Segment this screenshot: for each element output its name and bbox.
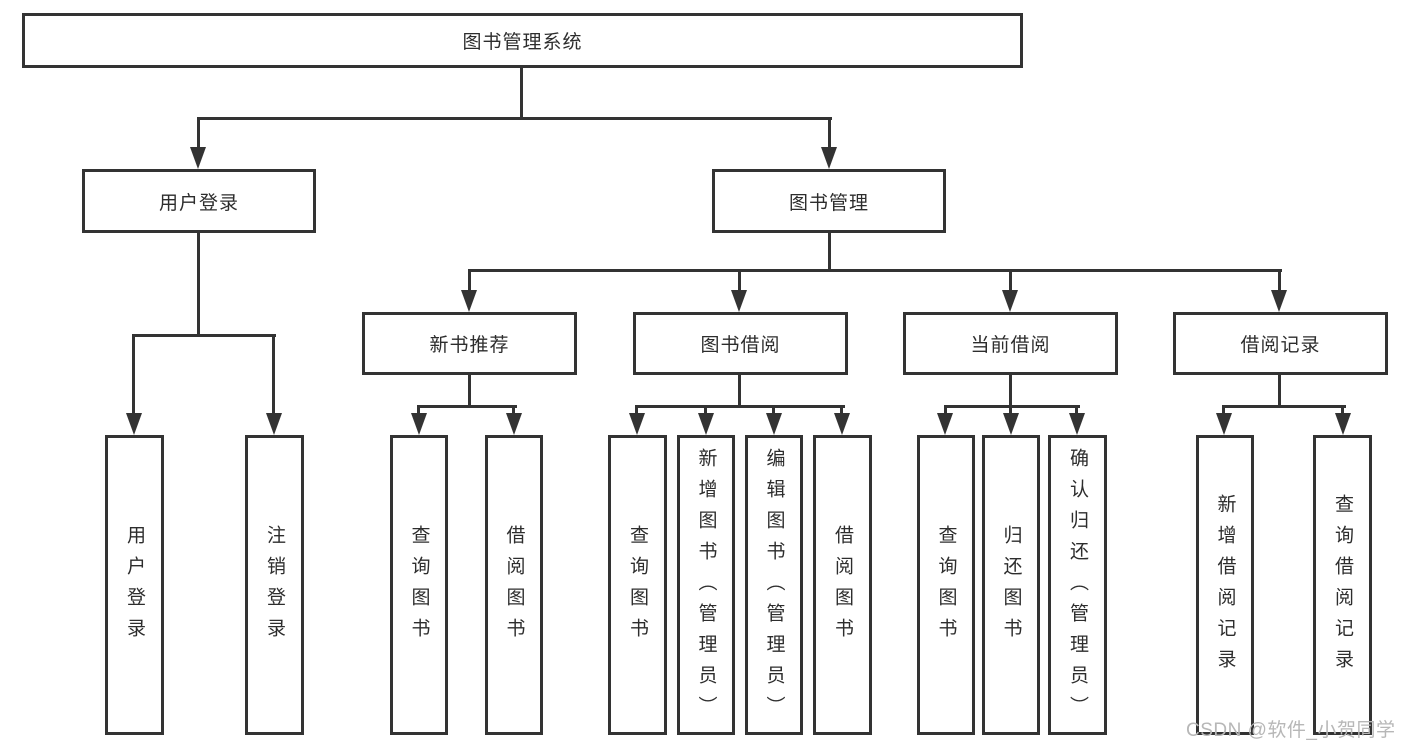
node-book-management: 图书管理 <box>712 169 946 233</box>
connector-line <box>636 405 845 408</box>
connector-line <box>944 405 1080 408</box>
connector-line <box>738 375 741 408</box>
connector-line <box>828 233 831 271</box>
node-borrow-records: 借阅记录 <box>1173 312 1388 375</box>
connector-line <box>418 405 517 408</box>
leaf-borrow-books-borrow: 借阅图书 <box>813 435 872 735</box>
arrow-down-icon <box>461 290 477 312</box>
arrow-down-icon <box>1003 413 1019 435</box>
connector-line <box>944 405 947 417</box>
connector-line <box>1223 405 1346 408</box>
arrow-down-icon <box>731 290 747 312</box>
leaf-add-borrow-record: 新增借阅记录 <box>1196 435 1254 735</box>
connector-line <box>197 233 200 337</box>
connector-line <box>1075 405 1078 417</box>
connector-line <box>468 375 471 408</box>
connector-line <box>468 269 471 292</box>
connector-line <box>704 405 707 417</box>
node-current-borrow: 当前借阅 <box>903 312 1118 375</box>
connector-line <box>828 117 831 149</box>
connector-line <box>738 269 741 292</box>
leaf-query-books-recommend: 查询图书 <box>390 435 448 735</box>
leaf-query-books-current: 查询图书 <box>917 435 975 735</box>
connector-line <box>1009 405 1012 417</box>
leaf-confirm-return-admin: 确认归还（管理员） <box>1048 435 1107 735</box>
arrow-down-icon <box>1002 290 1018 312</box>
node-new-book-recommend: 新书推荐 <box>362 312 577 375</box>
arrow-down-icon <box>1069 413 1085 435</box>
connector-line <box>1278 269 1281 292</box>
arrow-down-icon <box>126 413 142 435</box>
node-library-system: 图书管理系统 <box>22 13 1023 68</box>
connector-line <box>133 334 276 337</box>
arrow-down-icon <box>266 413 282 435</box>
arrow-down-icon <box>1216 413 1232 435</box>
arrow-down-icon <box>629 413 645 435</box>
connector-line <box>272 334 275 415</box>
connector-line <box>635 405 638 417</box>
arrow-down-icon <box>190 147 206 169</box>
connector-line <box>198 117 832 120</box>
connector-line <box>512 405 515 417</box>
connector-line <box>132 334 135 415</box>
connector-line <box>1278 375 1281 408</box>
arrow-down-icon <box>834 413 850 435</box>
arrow-down-icon <box>411 413 427 435</box>
leaf-borrow-books-recommend: 借阅图书 <box>485 435 543 735</box>
leaf-query-borrow-record: 查询借阅记录 <box>1313 435 1372 735</box>
connector-line <box>1341 405 1344 417</box>
leaf-add-book-admin: 新增图书（管理员） <box>677 435 735 735</box>
arrow-down-icon <box>937 413 953 435</box>
node-book-borrow: 图书借阅 <box>633 312 848 375</box>
node-user-login: 用户登录 <box>82 169 316 233</box>
leaf-return-book: 归还图书 <box>982 435 1040 735</box>
connector-line <box>520 68 523 119</box>
leaf-logout: 注销登录 <box>245 435 304 735</box>
leaf-user-login: 用户登录 <box>105 435 164 735</box>
connector-line <box>197 117 200 149</box>
csdn-watermark: CSDN @软件_小贺同学 <box>1186 720 1396 741</box>
arrow-down-icon <box>1335 413 1351 435</box>
leaf-edit-book-admin: 编辑图书（管理员） <box>745 435 803 735</box>
connector-line <box>417 405 420 417</box>
connector-line <box>840 405 843 417</box>
connector-line <box>1009 269 1012 292</box>
arrow-down-icon <box>821 147 837 169</box>
arrow-down-icon <box>766 413 782 435</box>
connector-line <box>468 269 1282 272</box>
arrow-down-icon <box>506 413 522 435</box>
arrow-down-icon <box>1271 290 1287 312</box>
connector-line <box>772 405 775 417</box>
leaf-query-books-borrow: 查询图书 <box>608 435 667 735</box>
connector-line <box>1009 375 1012 408</box>
arrow-down-icon <box>698 413 714 435</box>
connector-line <box>1222 405 1225 417</box>
